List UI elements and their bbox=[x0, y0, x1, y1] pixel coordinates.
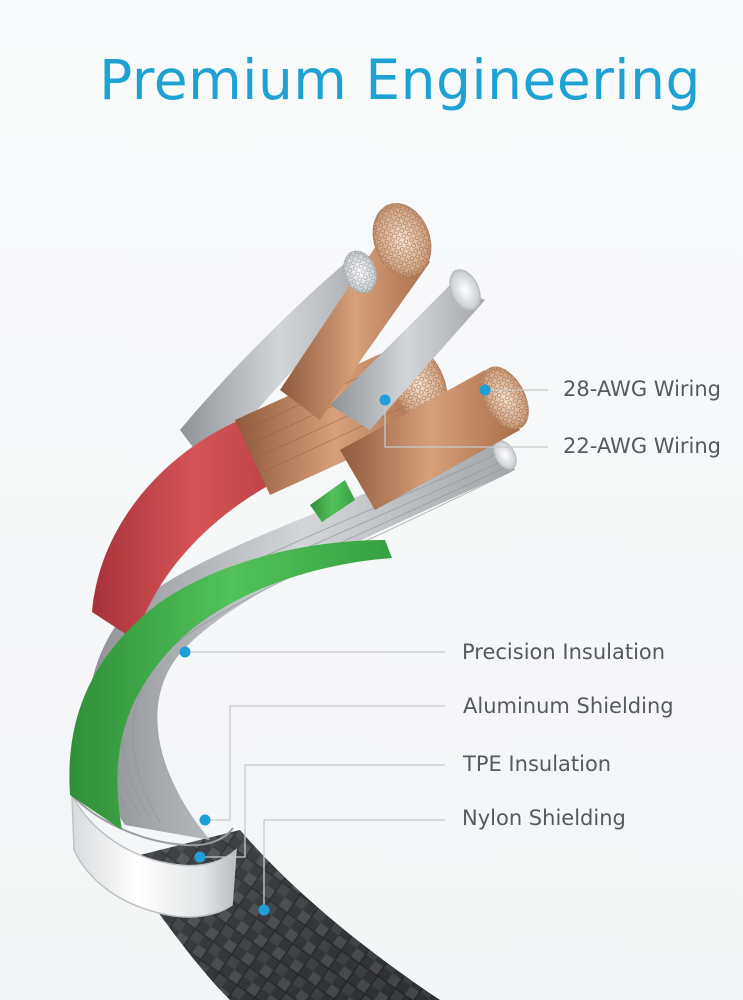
callout-dot-nylon bbox=[258, 904, 270, 916]
callout-line-aluminum bbox=[205, 705, 445, 821]
page-title: Premium Engineering bbox=[99, 48, 701, 112]
callout-label-precision: Precision Insulation bbox=[462, 640, 666, 664]
callout-dot-22awg bbox=[379, 394, 391, 406]
callout-dot-28awg bbox=[479, 384, 491, 396]
callout-lines bbox=[185, 389, 548, 910]
callout-dot-precision bbox=[179, 646, 191, 658]
callout-label-28awg: 28-AWG Wiring bbox=[563, 377, 722, 401]
copper-wire-28awg bbox=[340, 366, 529, 510]
callout-dots bbox=[179, 384, 491, 916]
callout-line-nylon bbox=[263, 819, 445, 910]
green-wire bbox=[69, 480, 392, 830]
upper-wires bbox=[280, 203, 485, 430]
callout-dot-aluminum bbox=[199, 814, 211, 826]
shield-ring bbox=[71, 794, 237, 918]
callout-dot-tpe bbox=[194, 851, 206, 863]
red-wire bbox=[92, 420, 300, 640]
callout-label-aluminum: Aluminum Shielding bbox=[463, 694, 674, 718]
callout-label-22awg: 22-AWG Wiring bbox=[563, 434, 722, 458]
callout-line-22awg bbox=[384, 400, 548, 448]
callout-label-tpe: TPE Insulation bbox=[463, 752, 612, 776]
callout-line-tpe bbox=[200, 764, 445, 858]
callout-label-nylon: Nylon Shielding bbox=[462, 806, 626, 830]
